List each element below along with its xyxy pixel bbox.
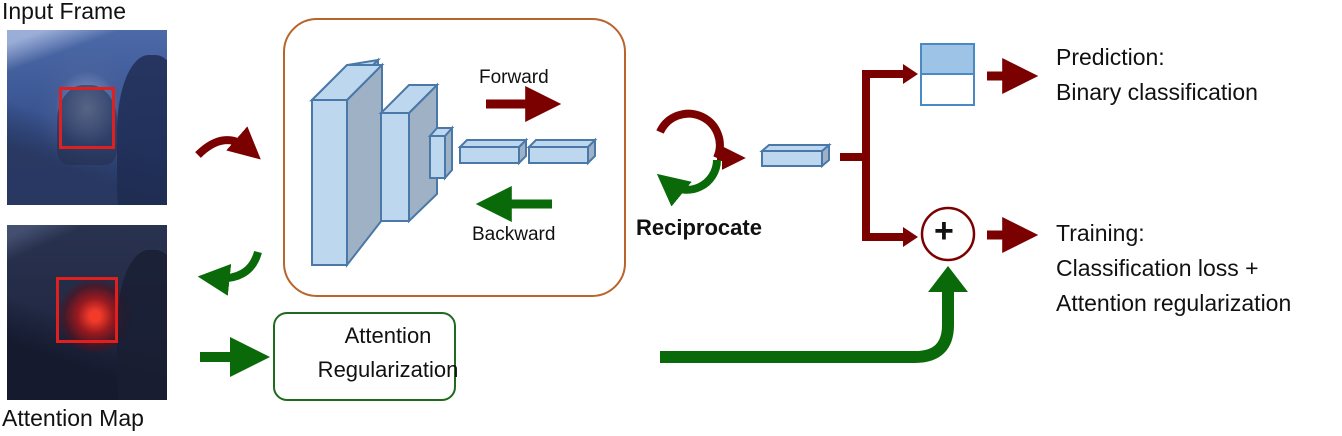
plus-icon: + — [934, 212, 954, 250]
bystander-silhouette — [117, 55, 167, 205]
reciprocate-label: Reciprocate — [636, 215, 762, 240]
forward-label: Forward — [479, 67, 549, 88]
sum-node — [920, 206, 976, 262]
prediction-output-box — [920, 43, 975, 106]
prediction-label-line1: Prediction: — [1056, 44, 1165, 70]
attention-bounding-box — [56, 277, 118, 343]
branch-bracket — [862, 70, 906, 241]
backward-curved-arrow — [197, 250, 262, 296]
cnn-layer-3 — [427, 125, 455, 181]
attention-map-image — [7, 225, 167, 400]
cnn-layer-1 — [309, 57, 385, 268]
training-label-line2: Classification loss + — [1056, 255, 1259, 281]
training-label-line1: Training: — [1056, 220, 1145, 246]
cnn-layer-2 — [378, 82, 440, 224]
face-bounding-box — [59, 87, 115, 149]
attention-regularization-label-line1: Attention — [344, 323, 432, 348]
performer-silhouette — [57, 85, 117, 165]
attention-regularization-box — [273, 312, 456, 401]
input-frame-image — [7, 30, 167, 205]
regularization-to-sum-arrow — [660, 290, 954, 363]
input-frame-label: Input Frame — [2, 0, 126, 24]
fc-layer-1 — [457, 137, 529, 166]
attention-regularization-label-line2: Regularization — [317, 357, 459, 382]
bystander-silhouette — [117, 250, 167, 400]
branch-top-arrowhead — [903, 64, 918, 84]
forward-curved-arrow — [195, 126, 261, 160]
training-label-line3: Attention regularization — [1056, 290, 1292, 316]
attention-map-label: Attention Map — [2, 405, 144, 431]
fc-layer-2 — [526, 137, 598, 166]
reciprocate-forward-arc — [656, 109, 724, 160]
reciprocate-backward-arc — [656, 159, 721, 207]
feature-vector — [759, 142, 832, 169]
regularization-arrowhead — [928, 266, 968, 292]
backward-label: Backward — [472, 224, 556, 245]
branch-bottom-arrowhead — [903, 227, 918, 247]
prediction-label-line2: Binary classification — [1056, 79, 1258, 105]
